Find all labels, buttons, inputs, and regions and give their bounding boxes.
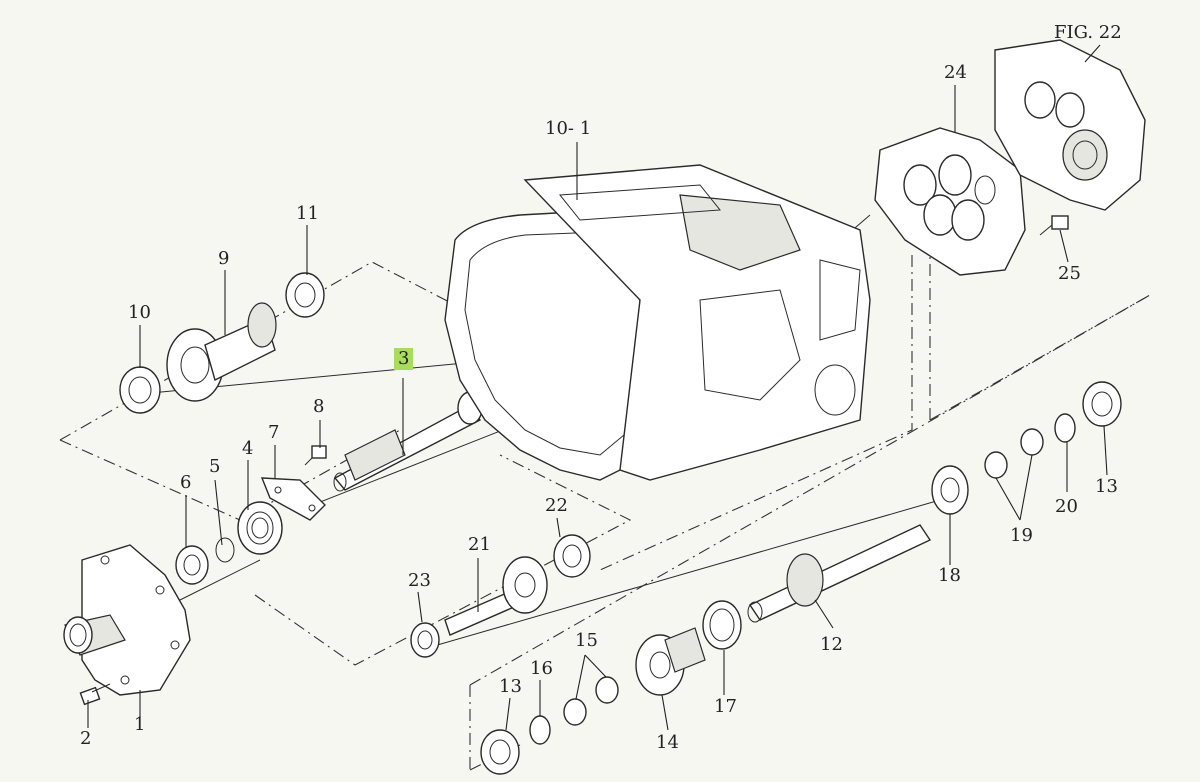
part-transmission-case (444, 164, 871, 481)
part-washer-20 (1054, 413, 1076, 443)
callout-5: 5 (209, 456, 221, 477)
part-counter-gear-9 (166, 302, 277, 402)
callout-2: 2 (80, 728, 92, 749)
callout-10-1: 10- 1 (545, 118, 592, 139)
callout-23: 23 (408, 570, 431, 591)
part-needle-bearings-15 (563, 676, 619, 726)
callout-12: 12 (820, 634, 843, 655)
callout-13-bottom: 13 (499, 676, 522, 697)
part-sync-ring-17 (702, 600, 742, 650)
part-snap-ring-5 (215, 537, 235, 563)
callout-24: 24 (944, 62, 967, 83)
part-bolt-25 (1039, 215, 1069, 236)
callout-14: 14 (656, 732, 679, 753)
part-bolt-2 (79, 683, 111, 706)
callout-9: 9 (218, 248, 230, 269)
figure-label: FIG. 22 (1054, 22, 1122, 43)
callout-13-right: 13 (1095, 476, 1118, 497)
callout-4: 4 (242, 438, 254, 459)
callout-15: 15 (575, 630, 598, 651)
part-retainer-7 (260, 477, 326, 521)
part-bearing-11 (285, 272, 325, 318)
callout-1: 1 (134, 714, 146, 735)
part-washer-6 (175, 545, 209, 585)
part-counter-shaft-21 (444, 556, 548, 636)
callout-20: 20 (1055, 496, 1078, 517)
part-main-shaft (747, 524, 932, 623)
callout-25: 25 (1058, 263, 1081, 284)
callout-16: 16 (530, 658, 553, 679)
callout-22: 22 (545, 495, 568, 516)
part-washer-16 (529, 715, 551, 745)
part-bearing-13-bottom (480, 729, 520, 775)
part-gear-18 (931, 465, 969, 515)
callout-10: 10 (128, 302, 151, 323)
part-rear-housing (994, 39, 1146, 211)
part-gear-14 (635, 627, 706, 696)
part-bearing-23 (410, 622, 440, 658)
part-bearing-4 (237, 501, 283, 555)
part-bearing-10 (119, 366, 161, 414)
callout-8: 8 (313, 396, 325, 417)
callout-18: 18 (938, 565, 961, 586)
callout-3-highlighted: 3 (394, 348, 414, 370)
callout-6: 6 (180, 472, 192, 493)
part-input-shaft (333, 391, 483, 492)
callout-7: 7 (268, 422, 280, 443)
callout-19: 19 (1010, 525, 1033, 546)
callout-21: 21 (468, 534, 491, 555)
leader-lines (87, 44, 1108, 731)
callout-11: 11 (296, 203, 319, 224)
part-front-cover (63, 544, 191, 696)
part-bearing-22 (553, 534, 591, 578)
part-bolt-8 (304, 445, 327, 466)
callout-17: 17 (714, 696, 737, 717)
part-needle-bearings-19 (984, 428, 1044, 479)
part-bearing-13-right (1082, 381, 1122, 427)
part-extension-housing (874, 127, 1026, 276)
